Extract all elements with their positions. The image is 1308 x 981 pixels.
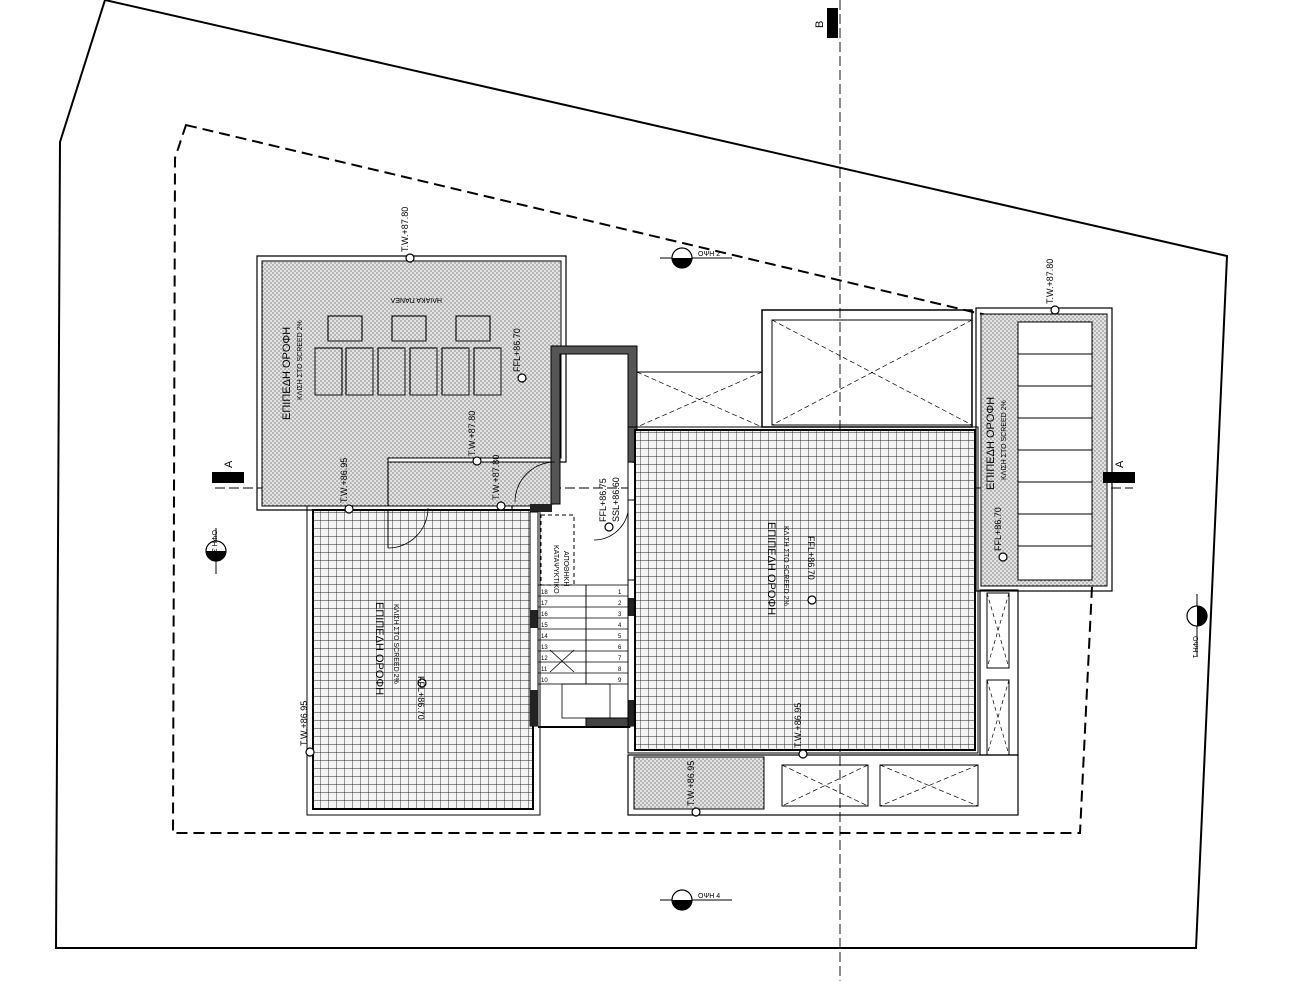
level-tw-nw-top: T.W.+87.80 (400, 207, 410, 252)
stair-step-label: 9 (618, 678, 622, 684)
level-ffl-main: FFL+86.70 (806, 536, 816, 580)
level-dots (305, 253, 1060, 817)
stair-step-label: 18 (541, 590, 548, 596)
level-tw-w: T.W.+86.95 (339, 458, 349, 503)
stair-step-label: 2 (618, 601, 622, 607)
room-sw-subtitle: ΚΛΙΣΗ ΣΤΟ SCREED 2% (392, 604, 399, 684)
stair-step-label: 16 (541, 612, 548, 618)
room-labels: ΕΠΙΠΕΔΗ ΟΡΟΦΗ ΚΛΙΣΗ ΣΤΟ SCREED 2% ΗΛΙΑΚΑ… (281, 296, 1008, 695)
stair-step-label: 13 (541, 645, 548, 651)
stair-step-label: 4 (618, 623, 622, 629)
room-e-title: ΕΠΙΠΕΔΗ ΟΡΟΦΗ (985, 397, 997, 490)
voids (627, 309, 1019, 816)
stair-step-label: 14 (541, 634, 548, 640)
room-e-subtitle: ΚΛΙΣΗ ΣΤΟ SCREED 2% (1001, 400, 1008, 480)
room-nw-subtitle: ΚΛΙΣΗ ΣΤΟ SCREED 2% (297, 320, 304, 400)
view2-label: ΟΨΗ 2 (698, 251, 720, 258)
stair-step-label: 7 (618, 656, 622, 662)
plot-boundary (54, 0, 1229, 949)
stair-numbers: 18 17 16 15 14 13 12 11 10 1 2 3 4 5 6 7… (541, 590, 622, 684)
stair-step-label: 15 (541, 623, 548, 629)
stair-step-label: 8 (618, 667, 622, 673)
view-marker-4: ΟΨΗ 4 (660, 889, 732, 911)
level-tw-sw: T.W.+86.95 (299, 701, 309, 746)
stair-step-label: 11 (541, 667, 548, 673)
stair-step-label: 17 (541, 601, 548, 607)
stair-step-label: 5 (618, 634, 622, 640)
storage-label-1: ΚΑΤΑΨΥΚΤΙΚΟ (552, 545, 559, 594)
section-mark-a-right: A (1103, 460, 1135, 483)
stair-step-label: 3 (618, 612, 622, 618)
level-tw-s: T.W.+86.95 (686, 761, 696, 806)
room-main-subtitle: ΚΛΙΣΗ ΣΤΟ SCREED 2% (782, 526, 789, 606)
section-a-right-label: A (1114, 460, 1126, 468)
stair-step-label: 1 (618, 590, 622, 596)
stair-step-label: 6 (618, 645, 622, 651)
room-main-title: ΕΠΙΠΕΔΗ ΟΡΟΦΗ (765, 522, 777, 615)
section-b-label: B (814, 21, 826, 28)
level-ffl-sw: FFL+86.70 (416, 676, 426, 720)
view-marker-1: ΟΨΗ 1 (1186, 594, 1208, 658)
view1-label: ΟΨΗ 1 (1191, 636, 1198, 658)
roof-east (975, 307, 1113, 592)
room-sw-title: ΕΠΙΠΕΔΗ ΟΡΟΦΗ (373, 602, 385, 695)
room-nw-title: ΕΠΙΠΕΔΗ ΟΡΟΦΗ (281, 327, 293, 420)
solar-panels (314, 315, 502, 396)
view-marker-3: ΟΨΗ 3 (205, 528, 227, 574)
setback-line (171, 123, 1106, 834)
roof-s-small (633, 756, 765, 810)
stair-step-label: 12 (541, 656, 548, 662)
stair (537, 584, 629, 719)
stair-step-label: 10 (541, 678, 548, 684)
level-ffl-nw: FFL+86.70 (512, 328, 522, 372)
level-ffl-e: FFL+86.70 (993, 507, 1003, 551)
level-tw-ne: T.W.+87.80 (1045, 259, 1055, 304)
view3-label: ΟΨΗ 3 (210, 530, 217, 552)
section-mark-a-left: A (212, 460, 244, 483)
view-marker-2: ΟΨΗ 2 (660, 247, 732, 269)
level-tw-main: T.W.+86.95 (793, 703, 803, 748)
level-tw-nw-mid: T.W.+87.80 (467, 411, 477, 456)
roof-main (627, 426, 979, 754)
section-a-left-label: A (223, 460, 235, 468)
roof-sw (306, 505, 541, 816)
solar-panels-label: ΗΛΙΑΚΑ ΠΑΝΕΛ (390, 296, 442, 303)
level-labels: T.W.+87.80 FFL+86.70 T.W.+87.80 T.W.+86.… (299, 207, 1055, 806)
section-mark-b: B (814, 8, 838, 38)
view4-label: ΟΨΗ 4 (698, 893, 720, 900)
stair-core (514, 345, 669, 728)
level-ssl-stair: SSL+86.60 (611, 477, 621, 522)
storage-label-2: ΑΠΟΘΗΚΗ (562, 551, 569, 586)
level-ffl-stair: FFL+86.75 (598, 478, 608, 522)
level-tw-core: T.W.+87.80 (491, 455, 501, 500)
